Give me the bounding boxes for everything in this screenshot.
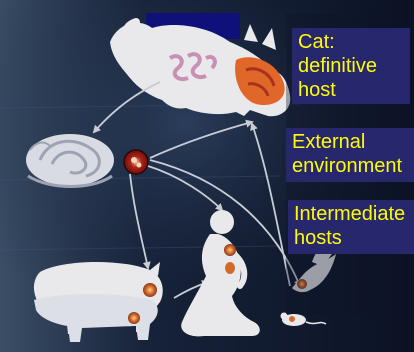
cat-definitive-host-label: Cat: definitive host (292, 28, 410, 104)
cat-label-line-2: definitive (298, 54, 404, 78)
cat-label-line-1: Cat: (298, 30, 404, 54)
external-environment-label: External environment (286, 128, 414, 182)
cat-label-line-3: host (298, 78, 404, 102)
intermediate-hosts-label: Intermediate hosts (288, 200, 414, 254)
external-label-line-2: environment (292, 154, 408, 178)
intermediate-label-line-2: hosts (294, 226, 408, 250)
intermediate-label-line-1: Intermediate (294, 202, 408, 226)
external-label-line-1: External (292, 130, 408, 154)
